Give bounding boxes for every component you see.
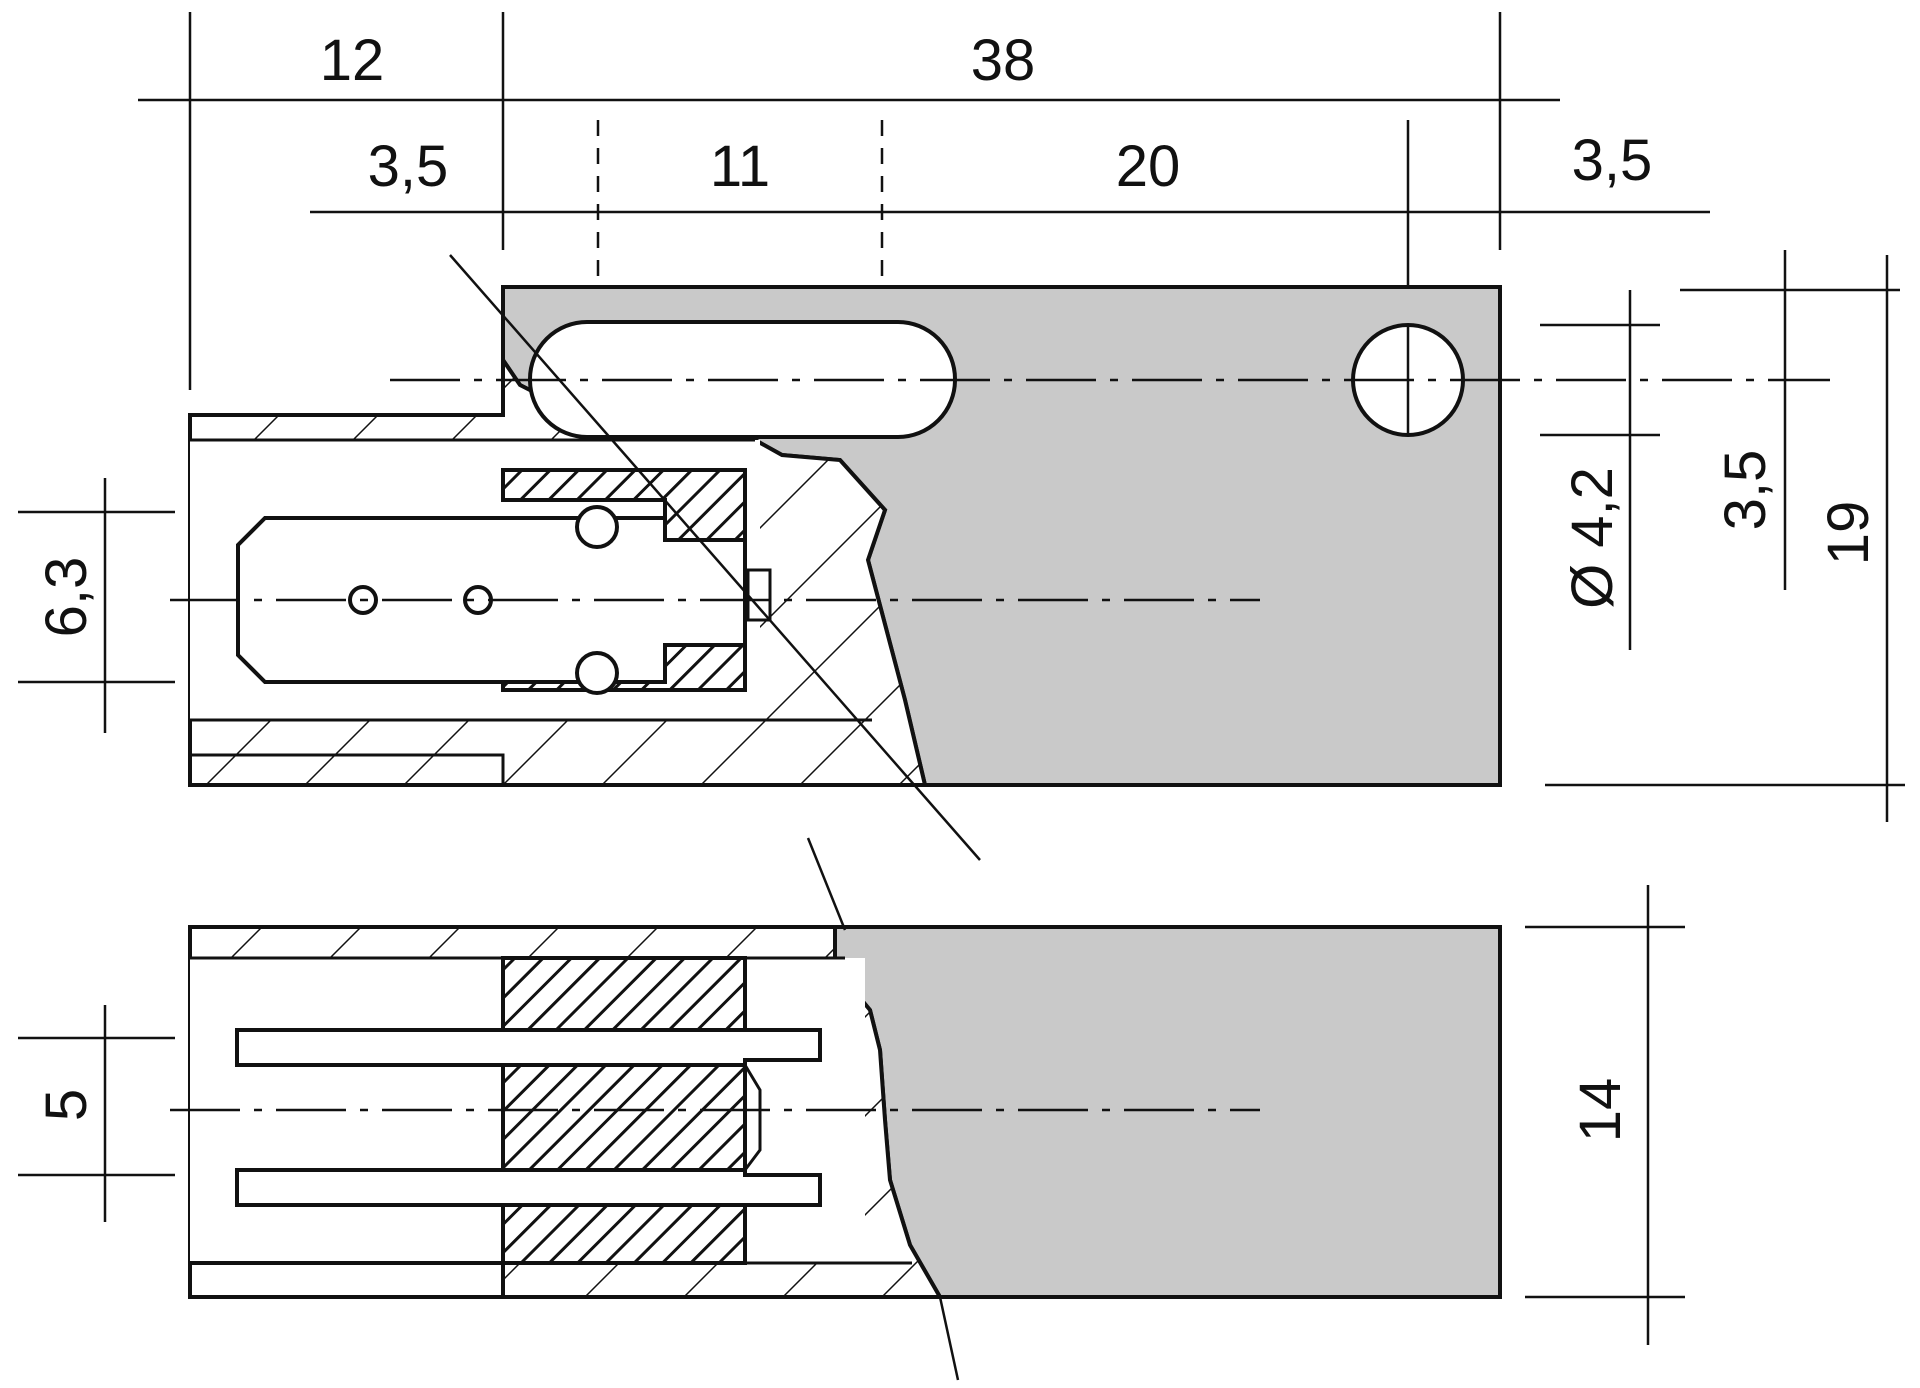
bottom-dimension-lines [18, 885, 1685, 1345]
right-dimension-lines [18, 250, 1905, 822]
dim-hole-diameter: Ø 4,2 [1560, 467, 1625, 609]
dim-overall-height-bottom: 14 [1568, 1078, 1633, 1143]
dim-hole-spacing: 20 [1116, 134, 1181, 199]
dim-top-left-width: 12 [320, 28, 385, 93]
dim-overall-height-top: 19 [1816, 501, 1881, 566]
dim-top-overall-width: 38 [971, 28, 1036, 93]
dim-hole-height: 3,5 [1713, 450, 1778, 531]
dim-right-offset: 3,5 [1572, 128, 1653, 193]
dim-slot-length: 11 [710, 134, 770, 199]
bottom-section-view [170, 837, 1502, 1381]
top-section-view [170, 254, 1830, 861]
dim-left-offset: 3,5 [368, 134, 449, 199]
dim-pin-spacing-bottom: 5 [34, 1089, 99, 1121]
dim-pin-height-top: 6,3 [34, 557, 99, 638]
